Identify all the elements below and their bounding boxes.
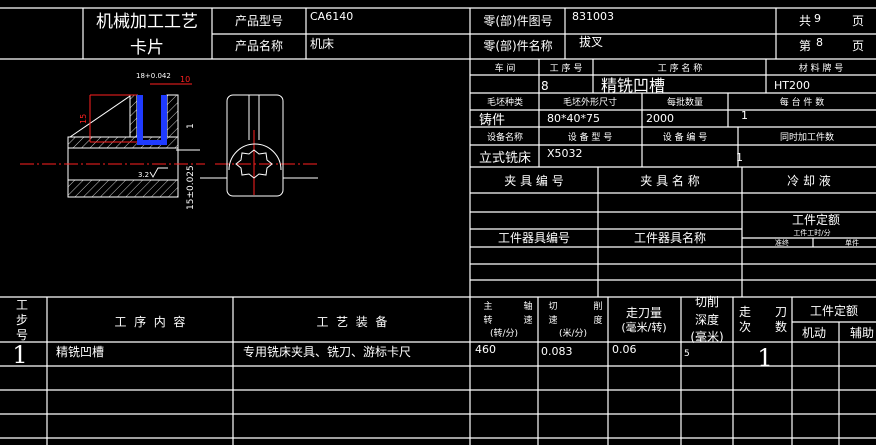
step-spindle: 460: [475, 343, 496, 356]
card-title-line2: 卡片: [130, 38, 164, 58]
spindle-header: 转: [483, 314, 492, 326]
workshop-header: 车 间: [495, 62, 516, 74]
spindle-header: 主: [483, 300, 492, 312]
product-name-label: 产品名称: [235, 38, 283, 53]
machined-slot: [137, 95, 167, 145]
per-unit-header: 每 台 件 数: [780, 96, 825, 108]
tool-no-header: 工件器具编号: [498, 230, 570, 245]
total-label: 共: [799, 14, 811, 28]
step-speed: 0.083: [541, 345, 573, 358]
per-unit: 1: [741, 109, 748, 122]
step-depth: 5: [684, 349, 690, 359]
dim-depth: 15: [79, 114, 88, 124]
spindle-header: (转/分): [490, 327, 518, 339]
unit-label: 单件: [845, 238, 859, 247]
quota-step-header: 工件定额: [810, 303, 858, 318]
dim-slot-width: 18+0.042: [136, 72, 171, 80]
speed-header: (米/分): [559, 327, 587, 339]
blank-size-header: 毛坯外形尺寸: [563, 96, 617, 108]
total-page-unit: 页: [852, 14, 864, 28]
speed-header: 度: [593, 314, 602, 326]
simul-header: 同时加工件数: [780, 131, 834, 143]
depth-header: 切削: [695, 295, 719, 309]
dim-top: 10: [180, 75, 190, 84]
spindle-header: 速: [523, 315, 532, 326]
spindle-header: 轴: [523, 300, 532, 312]
aux-time-header: 辅助: [850, 326, 874, 340]
step-no-header: 工: [16, 298, 28, 312]
passes-header: 数: [775, 319, 787, 334]
part-number-label: 零(部)件图号: [483, 13, 552, 28]
step-passes: 1: [757, 344, 772, 372]
step-no-header: 步: [16, 313, 28, 327]
speed-header: 削: [593, 300, 602, 312]
equip-model-header: 设 备 型 号: [568, 131, 613, 143]
part-name-label: 零(部)件名称: [483, 38, 552, 53]
passes-header: 走: [739, 305, 751, 319]
equip-name-header: 设备名称: [487, 131, 523, 143]
machine-time-header: 机动: [802, 326, 826, 340]
dimension-lines: [20, 83, 320, 195]
fixture-no-header: 夹 具 编 号: [504, 173, 563, 188]
material: HT200: [774, 79, 810, 92]
total-pages: 9: [814, 12, 821, 25]
blank-type: 铸件: [479, 112, 505, 128]
passes-header: 刀: [775, 305, 787, 319]
batch-header: 每批数量: [667, 96, 703, 108]
section-mark: 1: [186, 123, 196, 129]
product-model-value: CA6140: [310, 10, 353, 23]
fixture-name-header: 夹 具 名 称: [640, 173, 699, 188]
time-label: 工件工时/分: [793, 228, 830, 237]
content-header: 工 序 内 容: [115, 314, 186, 329]
op-name: 精铣凹槽: [601, 76, 665, 95]
roughness-value: 3.2: [138, 171, 149, 179]
blank-type-header: 毛坯种类: [487, 96, 523, 108]
speed-header: 切: [548, 301, 557, 312]
equipment-header: 工 艺 装 备: [317, 315, 388, 329]
step-no-header: 号: [16, 328, 28, 342]
step-content: 精铣凹槽: [56, 345, 104, 359]
depth-header: (毫米): [690, 329, 723, 344]
prep-label: 准终: [775, 238, 789, 247]
part-drawing: 18+0.042 10 15 15±0.025 1 3.2: [20, 72, 320, 210]
step-no: 1: [12, 341, 27, 369]
current-page: 8: [816, 36, 823, 49]
equip-name: 立式铣床: [479, 151, 531, 166]
part-name-value: 拔叉: [579, 34, 603, 49]
table-grid: [0, 7, 876, 445]
op-name-header: 工 序 名 称: [658, 62, 703, 74]
card-title-line1: 机械加工工艺: [96, 12, 198, 32]
quota-header: 工件定额: [792, 212, 840, 227]
depth-header: 深度: [695, 312, 719, 327]
batch-qty: 2000: [646, 112, 674, 125]
feed-header: 走刀量: [626, 306, 662, 320]
simul-count: 1: [736, 151, 743, 164]
op-no: 8: [541, 79, 549, 93]
roughness-symbol-icon: [149, 167, 168, 178]
current-label: 第: [799, 39, 811, 53]
material-header: 材 料 牌 号: [799, 62, 844, 74]
step-feed: 0.06: [612, 343, 637, 356]
product-name-value: 机床: [310, 37, 334, 51]
dim-height: 15±0.025: [186, 165, 196, 210]
equip-number-header: 设 备 编 号: [663, 131, 708, 143]
product-model-label: 产品型号: [235, 14, 283, 28]
op-no-header: 工 序 号: [550, 62, 583, 74]
side-view: [176, 94, 318, 197]
table-row: 1 精铣凹槽 专用铣床夹具、铣刀、游标卡尺 460 0.083 0.06 5 1: [12, 341, 772, 372]
part-number-value: 831003: [572, 10, 614, 23]
tool-name-header: 工件器具名称: [634, 230, 706, 245]
passes-header: 次: [739, 320, 751, 334]
step-equipment: 专用铣床夹具、铣刀、游标卡尺: [243, 344, 411, 359]
feed-header: (毫米/转): [621, 320, 666, 334]
equip-model: X5032: [547, 147, 583, 160]
speed-header: 速: [548, 315, 557, 326]
current-page-unit: 页: [852, 39, 864, 53]
blank-size: 80*40*75: [547, 112, 600, 125]
coolant-header: 冷 却 液: [787, 173, 831, 188]
